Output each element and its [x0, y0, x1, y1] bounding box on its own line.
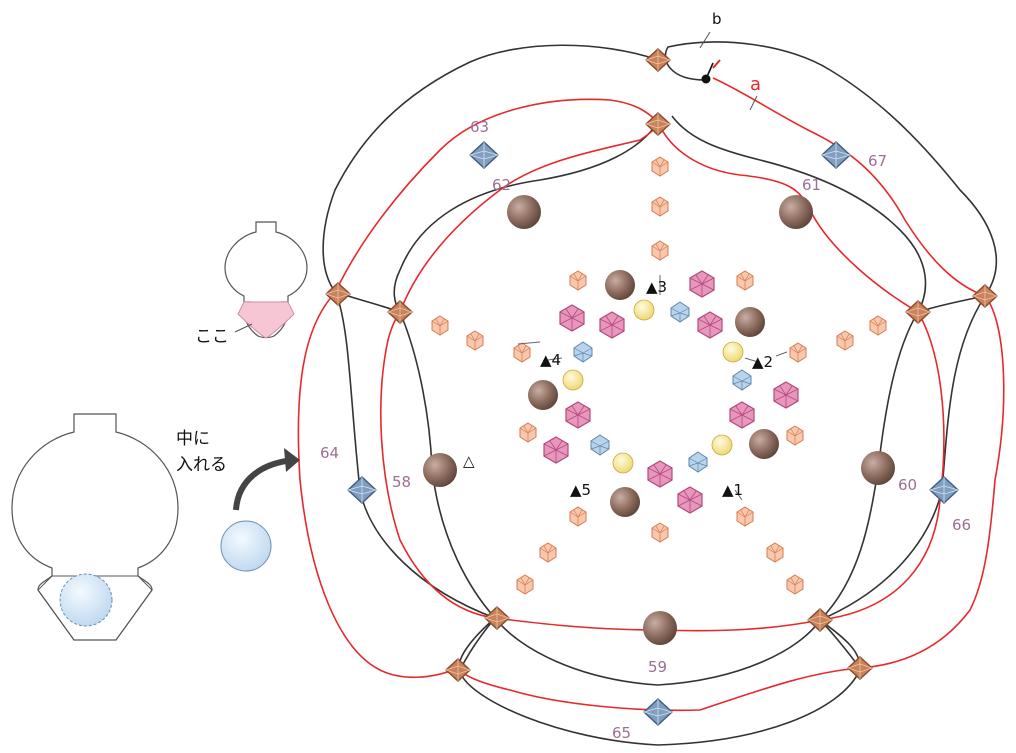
marker-1: ▲1: [722, 481, 743, 499]
num-58: 58: [392, 473, 411, 491]
marker-5: ▲5: [570, 481, 591, 499]
num-63: 63: [470, 118, 489, 136]
here-note: ここ: [195, 327, 229, 347]
num-61: 61: [802, 176, 821, 194]
marker-leaders: [517, 275, 788, 501]
num-66: 66: [952, 516, 971, 534]
marker-2: ▲2: [752, 353, 773, 371]
inner-ring: [528, 270, 799, 517]
large-cap-illustration: [11, 413, 179, 641]
thread-a: [297, 59, 1005, 712]
marker-open: △: [463, 452, 475, 470]
num-59: 59: [648, 658, 667, 676]
num-65: 65: [612, 724, 631, 742]
num-67: 67: [868, 152, 887, 170]
ball-bead: [220, 520, 272, 572]
thread-b-label: b: [712, 10, 722, 28]
bicone-67: [821, 141, 851, 169]
bicone-66: [929, 476, 959, 504]
marker-4: ▲4: [540, 351, 561, 369]
marker-3: ▲3: [646, 278, 667, 296]
num-64: 64: [320, 444, 339, 462]
bicone-65: [643, 698, 673, 726]
bicone-63: [469, 141, 499, 169]
insert-note-line1: 中に: [176, 429, 210, 449]
insert-note-line2: 入れる: [176, 455, 227, 475]
bicone-64: [347, 476, 377, 504]
num-62: 62: [492, 176, 511, 194]
thread-a-label: a: [750, 74, 761, 95]
outer-pearls: [423, 195, 895, 645]
num-60: 60: [898, 476, 917, 494]
small-cap-illustration: [224, 221, 308, 339]
